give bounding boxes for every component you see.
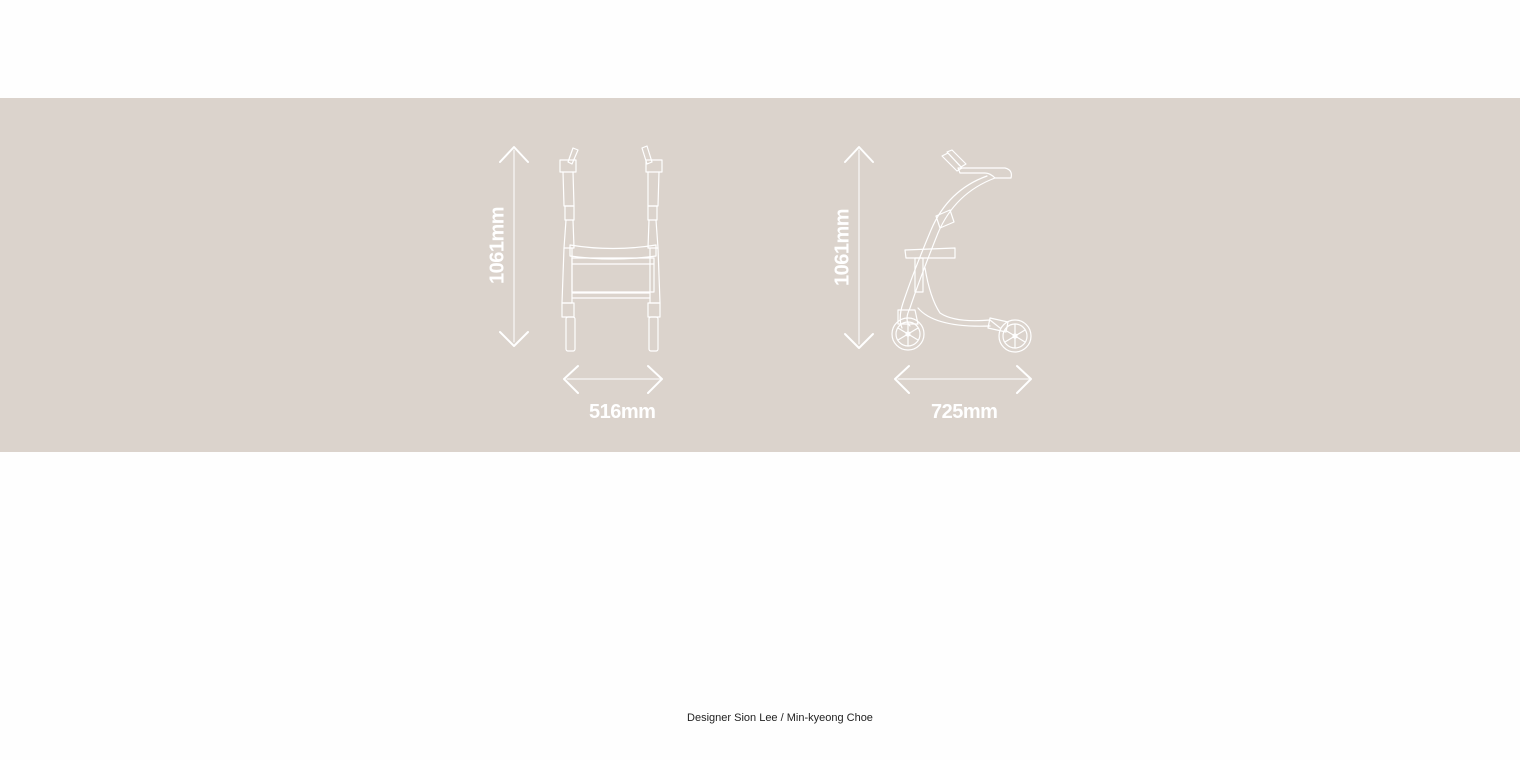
side-height-label: 1061mm: [831, 208, 854, 287]
front-width-arrow: [563, 365, 663, 394]
front-width-label: 516mm: [589, 401, 656, 423]
side-height-arrow: [844, 146, 874, 349]
walker-front-view: [559, 145, 663, 352]
designer-credit: Designer Sion Lee / Min-kyeong Choe: [687, 712, 873, 724]
side-width-arrow: [894, 365, 1032, 394]
dimensions-panel: 1061mm 516mm 1061mm 725mm: [0, 98, 1520, 452]
dimension-drawings: [499, 145, 1032, 394]
side-width-label: 725mm: [931, 401, 998, 423]
walker-side-view: [891, 149, 1032, 353]
front-height-label: 1061mm: [486, 206, 509, 285]
front-height-arrow: [499, 146, 529, 347]
